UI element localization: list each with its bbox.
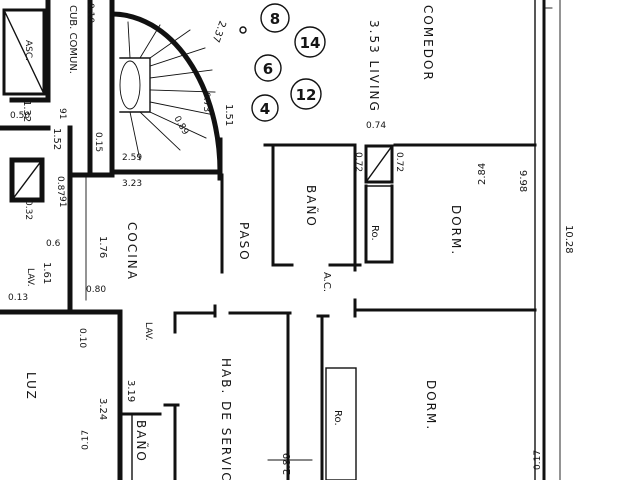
- dimension-1-61: 1.61: [41, 262, 52, 284]
- dimension-0-6: 0.6: [46, 239, 61, 249]
- dimension-0-32: 0.32: [23, 200, 33, 220]
- stair-tread-10: [149, 29, 191, 59]
- dimension-0-72-right: 0.72: [394, 152, 404, 172]
- dimension-0-74: 0.74: [366, 121, 386, 131]
- stair-tread-3: [149, 89, 216, 93]
- room-label-cocina: COCINA: [125, 222, 139, 281]
- unit-circle-6: [254, 54, 282, 82]
- shaft-box: [9, 157, 45, 203]
- room-label-dorm-lower: DORM.: [424, 380, 438, 431]
- room-label-paso: PASO: [237, 222, 251, 262]
- walls: [0, 0, 553, 480]
- unit-number-8: 8: [270, 10, 280, 28]
- room-labels: 3.53 LIVING COMEDOR DORM. DORM. BAÑO PAS…: [23, 5, 463, 480]
- dimension-0-17-left: 0.17: [81, 430, 91, 450]
- dimension-0-10-top: 0.10: [85, 3, 95, 23]
- unit-number-6: 6: [263, 60, 273, 78]
- stair-inner-core: [119, 57, 151, 113]
- dimension-2-59: 2.59: [122, 153, 142, 163]
- unit-number-14: 14: [300, 34, 321, 52]
- stair-tread-6: [139, 111, 181, 151]
- dimension-0-72-left: 0.72: [353, 152, 363, 172]
- dimension-1-76: 1.76: [97, 236, 108, 258]
- unit-circle-4: [251, 94, 279, 122]
- dimension-0-80: 0.80: [86, 285, 106, 295]
- room-label-bano: BAÑO: [304, 185, 319, 228]
- dimension-2-89: 2.89: [282, 453, 293, 475]
- dimension-9-98: 9.98: [517, 170, 528, 192]
- room-label-ro-upper: Ro.: [369, 225, 380, 241]
- stair-tread-9: [127, 21, 131, 59]
- ropero-lower: [325, 367, 357, 480]
- dimension-0-10-mid: 0.10: [77, 328, 87, 348]
- dimension-2-37: 2.37: [210, 19, 228, 44]
- unit-circle-8: [260, 3, 290, 33]
- dimension-0-13: 0.13: [8, 293, 28, 303]
- dimension-2-84: 2.84: [477, 163, 488, 185]
- dimension-3-19: 3.19: [125, 380, 136, 402]
- dimension-1-32: 1.32: [21, 100, 32, 122]
- unit-dot: [239, 26, 247, 34]
- room-label-ac: A.C.: [321, 272, 332, 292]
- stair-tread-7: [129, 111, 141, 161]
- stair-tread-1: [149, 47, 206, 67]
- room-label-hab-servicio: HAB. DE SERVICIO: [219, 358, 233, 480]
- dimension-0-87: 0.87: [55, 176, 65, 196]
- stair-tread-2: [149, 69, 213, 79]
- dimension-10-28: 10.28: [563, 225, 574, 254]
- bath-shaft-cross: [365, 145, 393, 183]
- room-label-luz: LUZ: [24, 372, 38, 401]
- dimension-0-73: 0.73: [201, 92, 211, 112]
- bath-shaft: [364, 144, 394, 184]
- room-label-bano-servicio: BAÑO: [134, 420, 149, 463]
- dimension-0-50: 0.50: [10, 111, 30, 121]
- room-label-lav-small: LAV.: [25, 268, 35, 287]
- unit-numbers: 8 6 4 14 12: [239, 3, 326, 122]
- room-label-asc: ASC.: [23, 40, 33, 61]
- stair-curved-wall: [109, 11, 223, 175]
- shaft-box-cross: [11, 159, 43, 201]
- dimension-1-52: 1.52: [51, 128, 62, 150]
- elevator-shaft: [2, 8, 46, 96]
- dimension-91-b: 91: [57, 196, 67, 207]
- room-label-comedor: COMEDOR: [421, 5, 435, 82]
- unit-circle-14: [294, 26, 326, 58]
- unit-circle-12: [290, 78, 322, 110]
- stair-tread-8: [139, 24, 161, 59]
- room-label-ro-lower: Ro.: [332, 410, 343, 426]
- unit-number-12: 12: [296, 86, 317, 104]
- room-label-cub-comun: CUB. COMUN.: [67, 5, 78, 74]
- dimension-0-89: 0.89: [171, 115, 190, 138]
- room-label-living: 3.53 LIVING: [367, 20, 381, 113]
- stair-tread-5: [149, 111, 207, 139]
- stair-tread-4: [149, 101, 215, 116]
- dimension-91-a: 91: [57, 108, 67, 119]
- dimension-1-51: 1.51: [223, 104, 234, 126]
- dimension-0-15: 0.15: [93, 132, 103, 152]
- unit-number-4: 4: [260, 100, 270, 118]
- dimension-0-17-right: 0.17: [533, 450, 543, 470]
- dimension-3-24: 3.24: [97, 398, 108, 420]
- staircase: [119, 21, 216, 161]
- dimensions: 10.28 9.98 2.84 2.89 3.19 3.24 1.76 1.61…: [8, 0, 574, 480]
- room-label-dorm-upper: DORM.: [449, 205, 463, 256]
- elevator-cross: [3, 9, 45, 95]
- stair-well: [119, 60, 141, 110]
- room-label-lav-service: LAV.: [143, 322, 153, 341]
- dimension-3-23: 3.23: [122, 179, 142, 189]
